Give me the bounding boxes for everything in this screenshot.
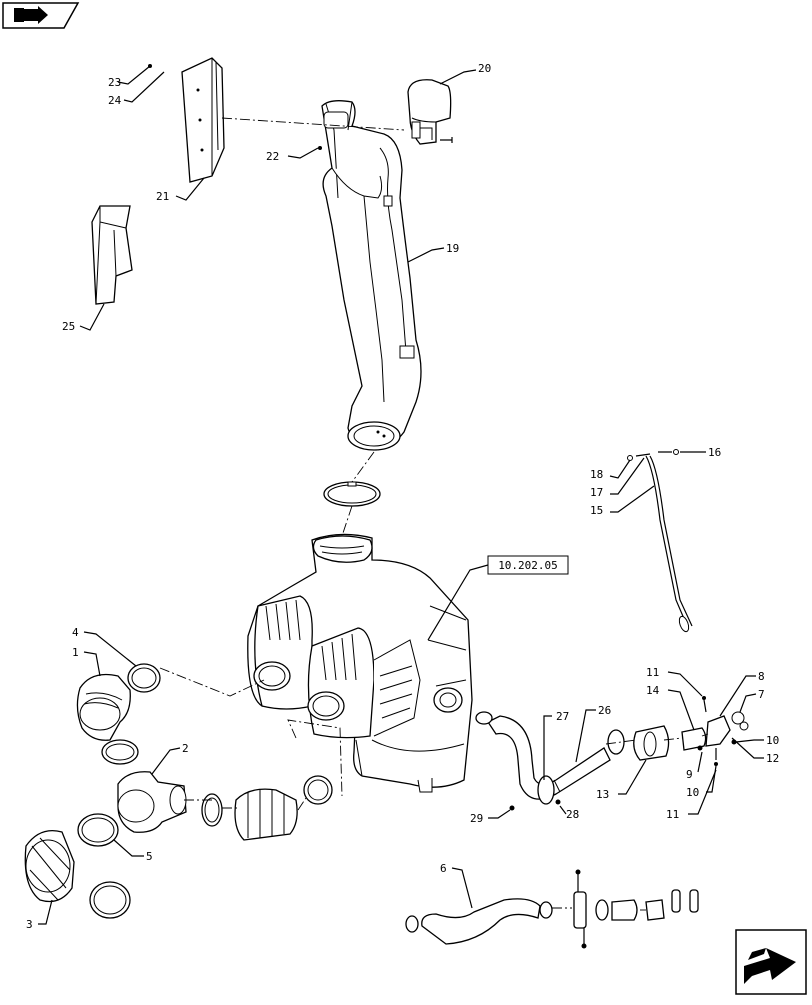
callout-8: 8	[758, 670, 765, 683]
callout-3: 3	[26, 918, 33, 931]
clamp-middle-left	[201, 793, 223, 827]
clamp-part-4	[127, 663, 161, 693]
tee-part-2	[117, 771, 187, 833]
callout-27: 27	[556, 710, 569, 723]
callout-16: 16	[708, 446, 721, 459]
callout-10-lower: 10	[686, 786, 699, 799]
clamp-part-27	[475, 711, 555, 805]
callout-2: 2	[182, 742, 189, 755]
callout-14: 14	[646, 684, 660, 697]
clamp-middle-right	[303, 775, 333, 805]
hose-part-26	[487, 715, 611, 800]
connector-part-8	[697, 696, 749, 766]
callout-28: 28	[566, 808, 579, 821]
callout-20: 20	[478, 62, 491, 75]
reference-box-label: 10.202.05	[498, 559, 558, 572]
clamp-part-5	[77, 813, 119, 847]
fastener-part-29	[509, 799, 561, 811]
callout-10-right: 10	[766, 734, 779, 747]
sleeve-part-14	[681, 727, 707, 751]
alignment-lines	[159, 117, 709, 911]
clamp-upper-left	[101, 739, 139, 765]
duct-part-19	[321, 100, 422, 451]
callout-5: 5	[146, 850, 153, 863]
valve-part-13	[607, 725, 670, 761]
callout-12: 12	[766, 752, 779, 765]
callout-7: 7	[758, 688, 765, 701]
callout-25: 25	[62, 320, 75, 333]
shield-part-25	[91, 205, 133, 305]
callout-18: 18	[590, 468, 603, 481]
callout-11-top: 11	[646, 666, 659, 679]
bellows-connector	[234, 788, 298, 841]
callout-6: 6	[440, 862, 447, 875]
callout-11-lower: 11	[666, 808, 679, 821]
callout-19: 19	[446, 242, 459, 255]
clamp-lower-left	[89, 881, 131, 919]
callout-23: 23	[108, 76, 121, 89]
prev-page-button[interactable]	[2, 2, 80, 29]
callout-26: 26	[598, 704, 611, 717]
callout-1: 1	[72, 646, 79, 659]
rod-part-15	[627, 449, 693, 633]
reference-box[interactable]: 10.202.05	[487, 555, 569, 575]
callout-22: 22	[266, 150, 279, 163]
callout-13: 13	[596, 788, 609, 801]
hose-part-6	[405, 869, 699, 949]
cap-part-20	[407, 79, 453, 145]
arrow-left-icon	[14, 6, 48, 24]
callout-17: 17	[590, 486, 603, 499]
callout-24: 24	[108, 94, 122, 107]
air-cleaner-housing	[247, 533, 473, 793]
clamp-ring	[323, 481, 381, 507]
callout-21: 21	[156, 190, 169, 203]
callout-29: 29	[470, 812, 483, 825]
callout-4: 4	[72, 626, 79, 639]
reference-leader	[427, 564, 489, 641]
filter-part-3	[24, 829, 75, 903]
arrow-right-icon	[744, 948, 796, 984]
elbow-part-1	[76, 673, 131, 741]
panel-part-21	[181, 57, 225, 183]
next-page-button[interactable]	[735, 929, 807, 995]
callout-15: 15	[590, 504, 603, 517]
callouts: 20 23 24 22 21 19 25 16 18 17 15 4 1	[26, 62, 779, 931]
callout-9: 9	[686, 768, 693, 781]
